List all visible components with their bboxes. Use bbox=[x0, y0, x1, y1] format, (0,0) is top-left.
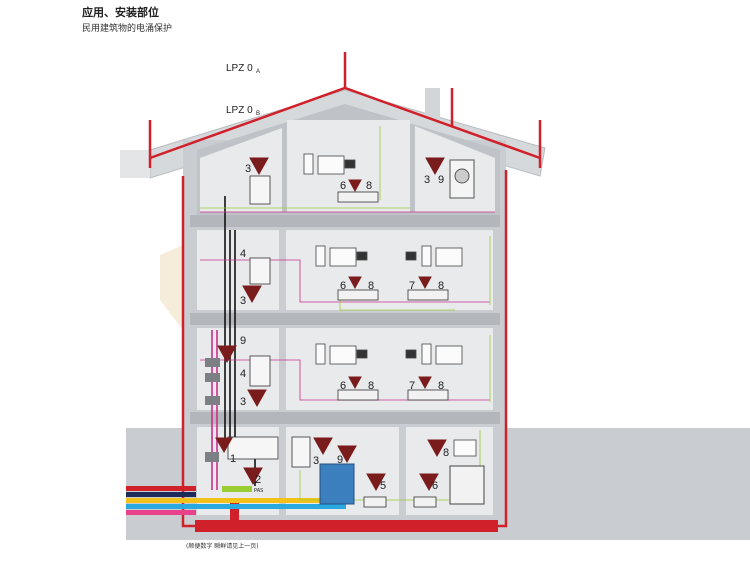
callout-2: 2 bbox=[255, 474, 261, 486]
callout-8: 8 bbox=[438, 380, 444, 392]
callout-3: 3 bbox=[240, 295, 246, 307]
callout-9: 9 bbox=[337, 454, 343, 466]
pas-label: PAS bbox=[254, 488, 263, 494]
callout-3: 3 bbox=[240, 396, 246, 408]
callout-4: 4 bbox=[240, 368, 246, 380]
fan-icon bbox=[454, 168, 470, 184]
roof-overhang bbox=[120, 150, 150, 178]
callout-3: 3 bbox=[313, 455, 319, 467]
floor3-room-right bbox=[286, 328, 493, 410]
callout-6: 6 bbox=[340, 380, 346, 392]
storage-tank bbox=[319, 463, 355, 505]
callout-1: 1 bbox=[230, 453, 236, 465]
utility-lines bbox=[126, 486, 346, 515]
callout-5: 5 bbox=[380, 480, 386, 492]
zone-lpz0a-sub: A bbox=[256, 69, 260, 75]
socket-strips bbox=[337, 191, 449, 508]
callout-3: 3 bbox=[245, 163, 251, 175]
earth-bar bbox=[195, 520, 498, 532]
callout-8: 8 bbox=[368, 280, 374, 292]
floor-slab-3 bbox=[190, 313, 500, 325]
callout-9: 9 bbox=[438, 174, 444, 186]
callout-8: 8 bbox=[438, 280, 444, 292]
callout-9: 9 bbox=[240, 335, 246, 347]
callout-6: 6 bbox=[340, 180, 346, 192]
shaft-boxes bbox=[205, 358, 220, 462]
floor-slab-4 bbox=[190, 412, 500, 424]
zone-lpz0b-sub: B bbox=[256, 111, 260, 117]
risers bbox=[211, 196, 256, 490]
callout-8: 8 bbox=[366, 180, 372, 192]
zone-lpz0a: LPZ 0 bbox=[226, 63, 253, 74]
zone-lpz0b: LPZ 0 bbox=[226, 105, 253, 116]
callout-numbers: 3 6 8 3 9 4 3 6 8 7 8 9 4 3 6 8 7 8 1 2 … bbox=[230, 163, 449, 492]
callout-3: 3 bbox=[424, 174, 430, 186]
callout-6: 6 bbox=[432, 480, 438, 492]
callout-7: 7 bbox=[409, 380, 415, 392]
footnote: (顺便数字 瞬鲜请见上一页) bbox=[186, 543, 259, 550]
page-title: 应用、安装部位 bbox=[82, 6, 159, 19]
server-rack bbox=[449, 465, 485, 505]
warning-triangles bbox=[215, 157, 447, 492]
light-wedge bbox=[160, 245, 183, 330]
floor2-room-right bbox=[286, 230, 493, 310]
callout-4: 4 bbox=[240, 248, 246, 260]
chimney bbox=[425, 88, 440, 125]
earth-riser bbox=[230, 500, 239, 522]
callout-8: 8 bbox=[368, 380, 374, 392]
page-subtitle: 民用建筑物的电涌保护 bbox=[82, 24, 173, 34]
panels bbox=[227, 175, 311, 468]
workstations bbox=[303, 153, 477, 457]
callout-8: 8 bbox=[443, 447, 449, 459]
callout-7: 7 bbox=[409, 280, 415, 292]
callout-6: 6 bbox=[340, 280, 346, 292]
floor-slab-2 bbox=[190, 215, 500, 227]
pas-bar bbox=[222, 486, 252, 492]
